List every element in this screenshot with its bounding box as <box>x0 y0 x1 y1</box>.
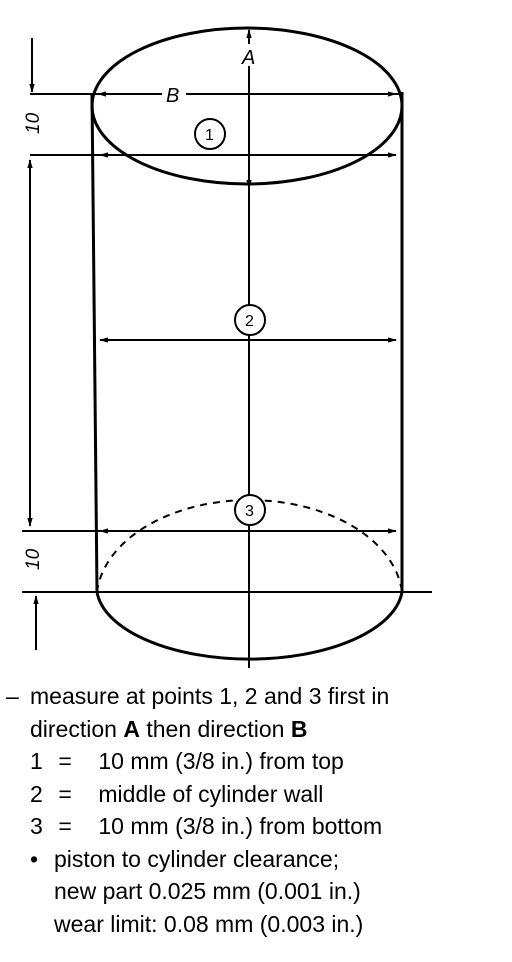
bottom-dimension-label: 10 <box>23 548 44 570</box>
point-3-label: 3 <box>245 503 254 520</box>
intro-text-1: measure at points 1, 2 and 3 first in <box>30 683 390 709</box>
direction-b-text: B <box>290 715 308 742</box>
cylinder-left-wall <box>90 93 99 593</box>
legend-item-3: 3 =10 mm (3/8 in.) from bottom <box>30 813 383 839</box>
dash-marker: – <box>6 683 19 709</box>
point-3-circle <box>234 494 266 526</box>
point-1-circle <box>194 118 226 150</box>
legend-item-1: 1 =10 mm (3/8 in.) from top <box>30 748 344 774</box>
direction-a-text: A <box>123 715 140 742</box>
legend-intro-line-1: – measure at points 1, 2 and 3 first in <box>6 680 506 713</box>
legend: – measure at points 1, 2 and 3 first in … <box>6 680 506 940</box>
direction-a-label: A <box>241 47 255 69</box>
bullet-marker: • <box>30 845 39 872</box>
legend-intro-line-2: direction A then direction B <box>30 715 308 742</box>
legend-bullet-line-3: wear limit: 0.08 mm (0.003 in.) <box>54 910 364 937</box>
direction-b-label: B <box>166 85 179 107</box>
point-2-circle <box>234 304 266 336</box>
point-2-label: 2 <box>245 313 254 330</box>
point-1-label: 1 <box>205 127 214 144</box>
legend-bullet-line-2: new part 0.025 mm (0.001 in.) <box>54 878 361 904</box>
legend-bullet-line-1: •piston to cylinder clearance; <box>6 843 506 876</box>
legend-item-2: 2 =middle of cylinder wall <box>30 780 324 807</box>
top-dimension-label: 10 <box>23 112 44 134</box>
